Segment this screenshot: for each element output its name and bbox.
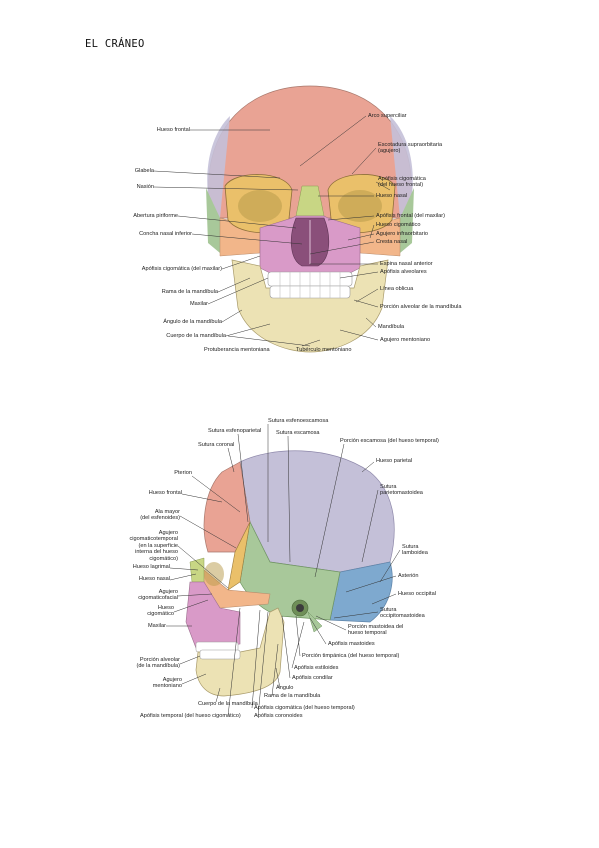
lateral-maxilla-shape — [185, 581, 241, 649]
lateral-occipital-shape — [329, 561, 393, 623]
label-hueso-cigomatico: Hueso cigomático — [376, 222, 421, 228]
label-apofisis-temporal-cigomatico: Apófisis temporal (del hueso cigomático) — [140, 713, 241, 719]
label-apofisis-condilar: Apófisis condilar — [292, 675, 333, 681]
label-agujero-cigomaticotemporal: Agujero cigomaticotemporal (en la superf… — [129, 530, 178, 562]
lateral-skull-illustration — [166, 424, 401, 717]
label-apofisis-alveolares: Apófisis alveolares — [380, 269, 427, 275]
label-sutura-esfenoparietal: Sutura esfenoparietal — [208, 428, 262, 434]
label-apofisis-cigomatica-temporal: Apófisis cigomática (del hueso temporal) — [254, 705, 355, 711]
label-mandibula: Mandíbula — [378, 324, 405, 330]
temporal-right-shape — [400, 188, 414, 253]
temporal-left-shape — [206, 188, 220, 253]
label-rama-mandibula: Rama de la mandíbula — [161, 289, 218, 295]
label-sutura-parietomastoidea: Sutura parietomastoidea — [380, 484, 423, 497]
lateral-right-leaders — [281, 461, 401, 679]
label-hueso-nasal: Hueso nasal — [376, 193, 408, 199]
label-lateral-hueso-cigomatico: Hueso cigomático — [147, 605, 174, 618]
lateral-skull-figure: Sutura esfenoescamosa Sutura esfenoparie… — [100, 412, 500, 724]
label-linea-oblicua: Línea oblicua — [380, 286, 414, 292]
label-cuerpo-mandibula: Cuerpo de la mandíbula — [166, 333, 226, 339]
label-apofisis-estiloides: Apófisis estiloides — [294, 665, 339, 671]
label-sutura-occipitomastoidea: Sutura occipitomastoidea — [380, 607, 425, 620]
label-porcion-mastoidea: Porción mastoidea del hueso temporal — [348, 624, 404, 637]
label-lateral-cuerpo-mandibula: Cuerpo de la mandíbula — [198, 701, 258, 707]
label-porcion-alveolar-mandibula: Porción alveolar de la mandíbula — [380, 304, 462, 310]
label-arco-superciliar: Arco superciliar — [368, 113, 407, 119]
label-lateral-rama-mandibula: Rama de la mandíbula — [264, 693, 321, 699]
lateral-top-leaders — [227, 424, 345, 578]
label-agujero-mentoniano: Agujero mentoniano — [380, 337, 431, 343]
label-glabela: Glabela — [134, 168, 154, 174]
label-angulo: Ángulo — [276, 685, 294, 691]
label-escotadura-supraorbitaria: Escotadura supraorbitaria (agujero) — [378, 142, 443, 155]
parietal-left-shape — [207, 116, 230, 218]
label-cresta-nasal: Cresta nasal — [376, 239, 408, 245]
document-title: EL CRÁNEO — [85, 38, 145, 50]
label-sutura-esfenoescamosa: Sutura esfenoescamosa — [268, 418, 329, 424]
parietal-right-shape — [390, 116, 413, 218]
lateral-frontal-shape — [203, 461, 251, 553]
anterior-right-leaders — [227, 115, 391, 347]
label-porcion-escamosa-temporal: Porción escamosa (del hueso temporal) — [340, 438, 439, 444]
lateral-lower-teeth-shape — [199, 649, 241, 660]
label-angulo-mandibula: Ángulo de la mandíbula — [163, 319, 222, 325]
label-tuberculo-mentoniano: Tubérculo mentoniano — [296, 347, 352, 353]
label-hueso-lagrimal: Hueso lagrimal — [132, 564, 170, 570]
anterior-left-leaders — [153, 129, 303, 337]
label-asterion: Asterión — [398, 573, 419, 579]
label-apofisis-cigomatica-frontal: Apófisis cigomática (del hueso frontal) — [378, 176, 426, 189]
label-sutura-coronal: Sutura coronal — [198, 442, 235, 448]
label-porcion-alveolar: Porción alveolar (de la mandíbula) — [136, 657, 180, 670]
label-lateral-maxilar: Maxilar — [147, 623, 166, 629]
anterior-skull-figure: Hueso frontal Glabela Nasión Abertura pi… — [120, 78, 500, 358]
label-agujero-infraorbitario: Agujero infraorbitario — [376, 231, 428, 237]
lateral-bottom-leaders — [215, 607, 281, 717]
label-concha-nasal-inferior: Concha nasal inferior — [139, 231, 192, 237]
label-protuberancia-mentoniana: Protuberancia mentoniana — [204, 347, 270, 353]
label-lateral-agujero-mentoniano: Agujero mentoniano — [152, 677, 182, 690]
label-espina-nasal-anterior: Espina nasal anterior — [380, 261, 433, 267]
label-agujero-cigomaticofacial: Agujero cigomaticofacial — [138, 589, 178, 602]
label-apofisis-coronoides: Apófisis coronoides — [254, 713, 303, 719]
label-lateral-pterion: Pterion — [174, 470, 192, 476]
label-hueso-occipital: Hueso occipital — [398, 591, 436, 597]
lateral-sphenoid-shape — [227, 521, 251, 591]
label-lateral-hueso-frontal: Hueso frontal — [148, 490, 182, 496]
mandible-shape — [231, 259, 389, 353]
label-apofisis-cigomatica-maxilar: Apófisis cigomática (del maxilar) — [141, 266, 222, 272]
label-hueso-frontal: Hueso frontal — [156, 127, 190, 133]
label-abertura-piriforme: Abertura piriforme — [133, 213, 178, 219]
label-apofisis-mastoides: Apófisis mastoides — [328, 641, 375, 647]
label-maxilar: Maxilar — [189, 301, 208, 307]
lateral-parietal-shape — [239, 450, 395, 573]
label-nasion: Nasión — [136, 184, 154, 190]
label-apofisis-frontal-maxilar: Apófisis frontal (del maxilar) — [376, 213, 446, 219]
anterior-skull-illustration — [153, 85, 414, 353]
label-porcion-timpanica: Porción timpánica (del hueso temporal) — [302, 653, 400, 659]
label-lateral-hueso-nasal: Hueso nasal — [138, 576, 170, 582]
label-sutura-escamosa: Sutura escamosa — [276, 430, 320, 436]
label-hueso-parietal: Hueso parietal — [376, 458, 413, 464]
label-sutura-lamboidea: Sutura lamboidea — [402, 544, 428, 557]
lateral-left-leaders — [166, 475, 241, 685]
label-ala-mayor-esfenoides: Ala mayor (del esfenoides) — [140, 509, 180, 522]
